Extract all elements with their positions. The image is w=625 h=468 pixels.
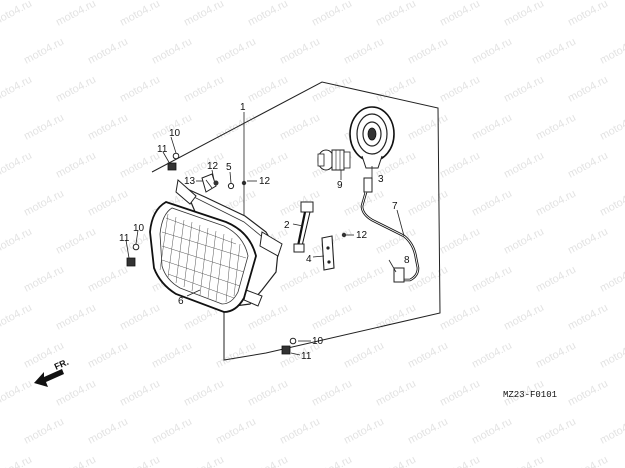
direction-label: FR. — [53, 357, 70, 372]
callout-5: 5 — [226, 162, 232, 173]
callout-10-bottom: 10 — [312, 336, 324, 347]
bulb-part — [317, 149, 351, 171]
headlight-unit — [149, 179, 283, 313]
callout-4: 4 — [306, 254, 312, 265]
forward-arrow-icon — [34, 369, 64, 387]
bracket-part — [321, 235, 335, 271]
diagram-code: MZ23-F0101 — [503, 390, 558, 400]
callout-11-left: 11 — [119, 233, 130, 244]
callout-12-right: 12 — [259, 176, 271, 187]
callout-9: 9 — [337, 180, 343, 191]
callout-12-bracket: 12 — [356, 230, 368, 241]
callout-6: 6 — [178, 296, 184, 307]
callout-10-upper: 10 — [169, 128, 181, 139]
callout-2: 2 — [284, 220, 290, 231]
callout-12-upper: 12 — [207, 161, 219, 172]
callout-13: 13 — [184, 176, 196, 187]
callout-11-upper: 11 — [157, 144, 168, 155]
leader-lines — [125, 112, 405, 356]
hardware-parts — [126, 152, 347, 355]
callout-3: 3 — [378, 174, 384, 185]
callout-10-left: 10 — [133, 223, 145, 234]
callout-1: 1 — [240, 102, 246, 113]
callout-11-bottom: 11 — [301, 351, 312, 362]
callout-8: 8 — [404, 255, 410, 266]
assembly-outline — [151, 81, 441, 361]
callout-7: 7 — [392, 201, 398, 212]
lens-pattern — [159, 213, 247, 303]
wire-harness-part — [360, 177, 420, 283]
dust-cover-part — [349, 106, 395, 169]
adjusting-screw-part — [293, 201, 314, 253]
